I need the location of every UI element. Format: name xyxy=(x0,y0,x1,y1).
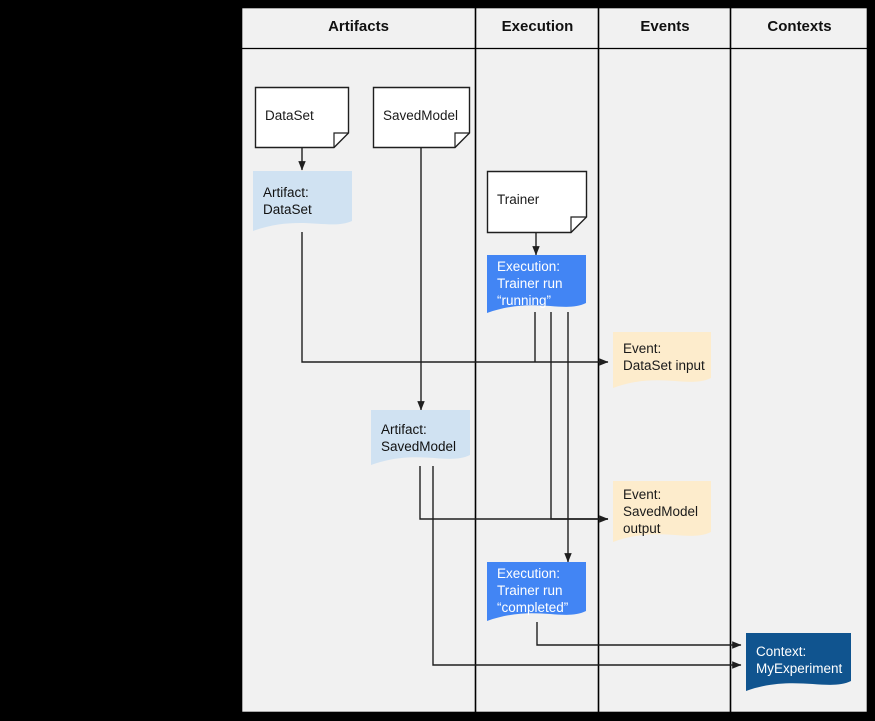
node-trainer-note-label: Trainer xyxy=(497,192,540,207)
column-header-events: Events xyxy=(599,18,731,35)
node-savedmodel-note[interactable]: SavedModel xyxy=(373,87,470,148)
node-artifact-dataset[interactable]: Artifact: DataSet xyxy=(253,171,352,231)
node-event-savedmodel-output[interactable]: Event: SavedModel output xyxy=(613,481,712,543)
column-header-execution-label: Execution xyxy=(501,18,574,35)
node-event-dataset-input[interactable]: Event: DataSet input xyxy=(613,332,712,389)
node-trainer-note[interactable]: Trainer xyxy=(487,171,587,233)
node-dataset-note-label: DataSet xyxy=(265,108,314,123)
column-header-contexts-label: Contexts xyxy=(767,18,832,35)
node-execution-completed[interactable]: Execution: Trainer run “completed” xyxy=(487,562,587,622)
node-execution-running-label: Execution: Trainer run “running” xyxy=(497,259,563,308)
node-dataset-note[interactable]: DataSet xyxy=(255,87,349,148)
node-execution-running[interactable]: Execution: Trainer run “running” xyxy=(487,255,587,314)
node-savedmodel-note-label: SavedModel xyxy=(383,108,459,123)
node-context-myexperiment-label: Context: MyExperiment xyxy=(756,644,843,676)
node-artifact-savedmodel[interactable]: Artifact: SavedModel xyxy=(371,410,470,466)
column-header-events-label: Events xyxy=(640,18,690,35)
node-context-myexperiment[interactable]: Context: MyExperiment xyxy=(746,633,852,692)
column-header-artifacts: Artifacts xyxy=(241,18,476,35)
node-event-savedmodel-output-label: Event: SavedModel output xyxy=(623,487,699,536)
column-header-artifacts-label: Artifacts xyxy=(328,18,389,35)
node-event-dataset-input-label: Event: DataSet input xyxy=(623,341,705,373)
node-artifact-savedmodel-label: Artifact: SavedModel xyxy=(381,422,457,454)
column-header-contexts: Contexts xyxy=(731,18,868,35)
column-header-execution: Execution xyxy=(476,18,599,35)
node-artifact-dataset-label: Artifact: DataSet xyxy=(263,185,312,217)
node-execution-completed-label: Execution: Trainer run “completed” xyxy=(497,566,569,615)
